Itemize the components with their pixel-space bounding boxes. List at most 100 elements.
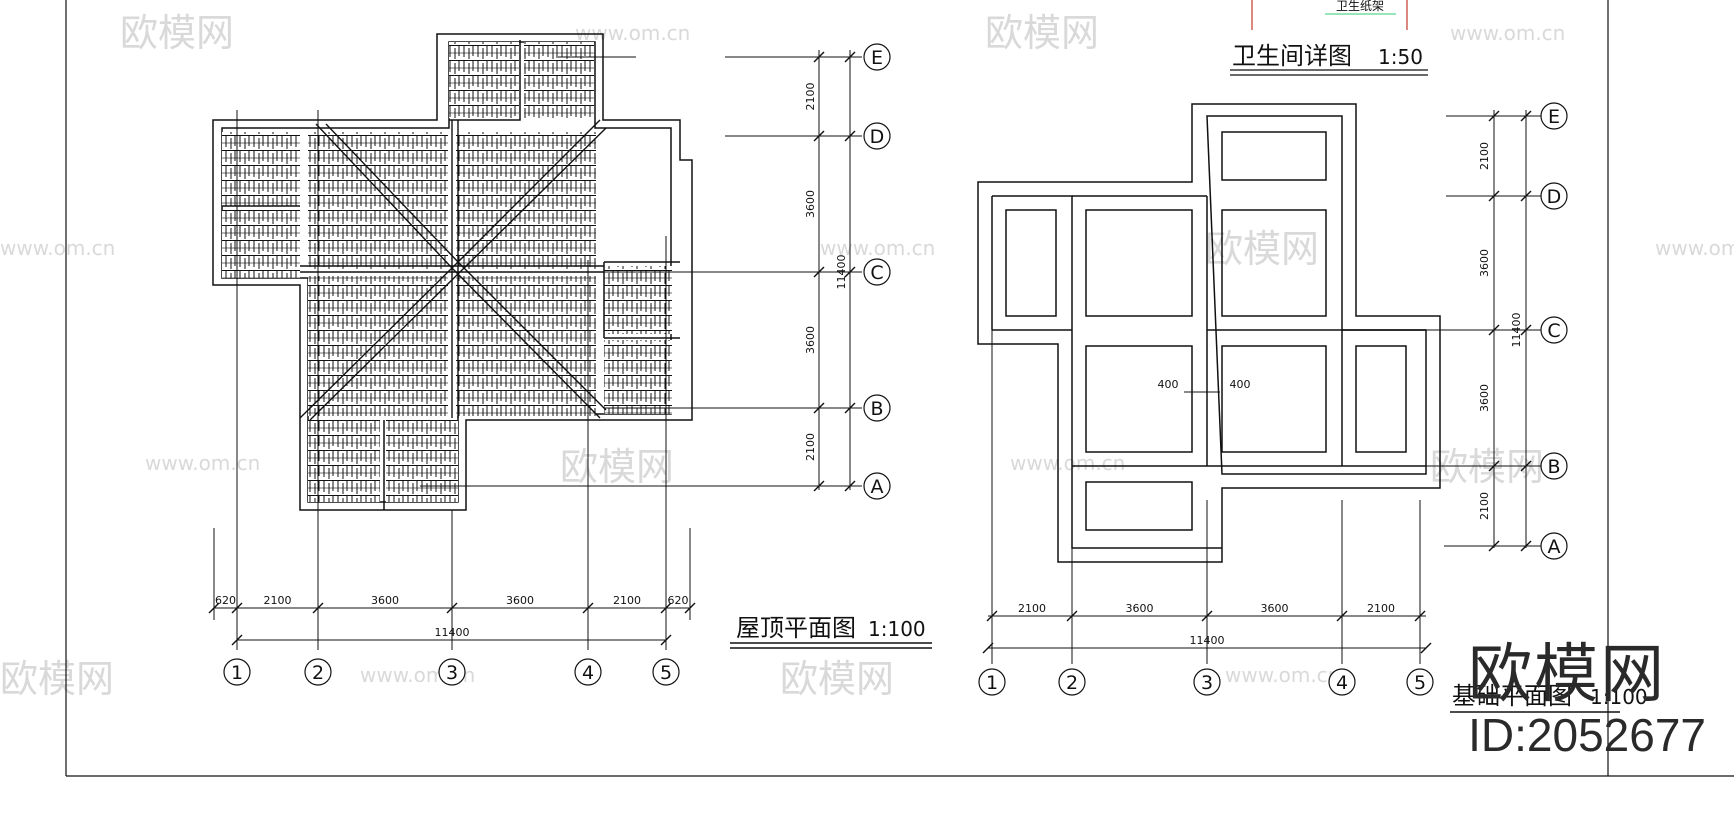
axis-bubble-y: B bbox=[863, 394, 891, 422]
dimension-y: 2100 bbox=[804, 83, 817, 111]
foundation-dimension-ticks bbox=[982, 110, 1532, 654]
watermark-brand: 欧模网 bbox=[780, 657, 894, 701]
axis-label: D bbox=[1547, 186, 1562, 208]
axis-label: 5 bbox=[1414, 672, 1426, 694]
axis-bubble-x: 3 bbox=[1193, 668, 1221, 696]
footing-pad bbox=[1005, 209, 1057, 317]
dimension-x: 3600 bbox=[371, 594, 399, 607]
roof-grid-lines bbox=[236, 56, 862, 650]
axis-label: A bbox=[1548, 536, 1561, 558]
foundation-plan-title: 基础平面图 bbox=[1452, 682, 1572, 710]
axis-bubble-y: E bbox=[863, 43, 891, 71]
axis-bubble-x: 5 bbox=[1406, 668, 1434, 696]
dimension-x: 620 bbox=[215, 594, 236, 607]
axis-label: 1 bbox=[231, 662, 243, 684]
watermark-url: www.om.cn bbox=[1010, 451, 1125, 475]
footing-pad bbox=[1085, 209, 1193, 317]
footing-pad bbox=[1221, 131, 1327, 181]
watermark-url: www.om.cn bbox=[1450, 21, 1565, 45]
axis-bubble-x: 3 bbox=[438, 658, 466, 686]
dimension-x: 620 bbox=[668, 594, 689, 607]
label-layer: 620 2100 3600 3600 2100 620 11400 2100 3600 3600 2… bbox=[215, 0, 1648, 710]
dimension-total-x: 11400 bbox=[1190, 634, 1225, 647]
dimension-x: 3600 bbox=[1261, 602, 1289, 615]
roof-plan bbox=[212, 33, 862, 650]
axis-label: A bbox=[871, 476, 884, 498]
roof-dimension-ticks bbox=[208, 51, 856, 646]
toilet-detail-title: 卫生间详图 bbox=[1232, 42, 1352, 70]
axis-bubble-y: D bbox=[863, 122, 891, 150]
toilet-detail-scale: 1:50 bbox=[1378, 45, 1423, 69]
watermark-url: www.om.cn bbox=[1655, 236, 1734, 260]
axis-bubble-x: 1 bbox=[978, 668, 1006, 696]
axis-label: 3 bbox=[446, 662, 458, 684]
axis-bubble-y: E bbox=[1540, 102, 1568, 130]
model-id-label: ID:2052677 bbox=[1468, 709, 1706, 761]
axis-label: 4 bbox=[1336, 672, 1348, 694]
axis-bubble-y: B bbox=[1540, 452, 1568, 480]
dimension-x: 2100 bbox=[1367, 602, 1395, 615]
axis-bubble-y: D bbox=[1540, 182, 1568, 210]
watermark-url: www.om.cn bbox=[145, 451, 260, 475]
watermark-brand: 欧模网 bbox=[1205, 227, 1319, 271]
footing-pad bbox=[1221, 209, 1327, 317]
roof-plan-scale: 1:100 bbox=[868, 617, 926, 641]
roof-tiles bbox=[222, 42, 672, 502]
dimension-x: 2100 bbox=[613, 594, 641, 607]
watermark-brand: 欧模网 bbox=[1430, 445, 1544, 489]
foundation-inner-outline bbox=[1206, 115, 1427, 475]
watermark-url: www.om.cn bbox=[575, 21, 690, 45]
footing-pad bbox=[1355, 345, 1407, 453]
dimension-y: 3600 bbox=[1478, 384, 1491, 412]
title-underlines bbox=[730, 642, 1620, 713]
axis-bubble-x: 4 bbox=[574, 658, 602, 686]
toilet-detail-fragment bbox=[1230, 0, 1428, 76]
axis-label: C bbox=[1547, 320, 1560, 342]
axis-bubble-y: C bbox=[1540, 316, 1568, 344]
axis-label: E bbox=[1548, 106, 1560, 128]
dimension-x: 3600 bbox=[506, 594, 534, 607]
toilet-detail-note: 卫生纸架 bbox=[1336, 0, 1384, 13]
axis-bubble-y: A bbox=[1540, 532, 1568, 560]
dimension-total-y: 11400 bbox=[835, 255, 848, 290]
axis-label: 3 bbox=[1201, 672, 1213, 694]
foundation-grid-lines bbox=[988, 110, 1562, 664]
axis-bubble-x: 1 bbox=[223, 658, 251, 686]
sheet-border bbox=[65, 0, 1734, 777]
dimension-y: 2100 bbox=[1478, 142, 1491, 170]
dimension-x: 3600 bbox=[1126, 602, 1154, 615]
watermark-brand: 欧模网 bbox=[560, 445, 674, 489]
brand-watermark: 欧模网 ID:2052677 bbox=[1468, 640, 1706, 760]
dimension-x: 2100 bbox=[1018, 602, 1046, 615]
watermark-brand: 欧模网 bbox=[0, 657, 114, 701]
axis-bubbles: 1 2 3 4 5 A B C D E 1 2 3 4 5 A B C D E bbox=[223, 43, 1568, 696]
brand-logo-text: 欧模网 bbox=[1468, 638, 1667, 712]
watermark-brand: 欧模网 bbox=[120, 11, 234, 55]
footing-pad bbox=[1085, 345, 1193, 453]
axis-label: 4 bbox=[582, 662, 594, 684]
dimension-y: 3600 bbox=[804, 326, 817, 354]
axis-label: 1 bbox=[986, 672, 998, 694]
axis-label: C bbox=[870, 262, 883, 284]
footing-pad bbox=[1085, 481, 1193, 531]
axis-label: 2 bbox=[312, 662, 324, 684]
foundation-plan bbox=[977, 103, 1441, 563]
foundation-outline bbox=[977, 103, 1441, 563]
dimension-total-x: 11400 bbox=[435, 626, 470, 639]
axis-label: E bbox=[871, 47, 883, 69]
foundation-plan-scale: 1:100 bbox=[1590, 685, 1648, 709]
axis-label: B bbox=[1547, 456, 1560, 478]
dimension-y: 3600 bbox=[1478, 249, 1491, 277]
dimension-y: 2100 bbox=[1478, 492, 1491, 520]
axis-label: B bbox=[870, 398, 883, 420]
ridge-lines bbox=[299, 119, 607, 421]
dimension-y: 3600 bbox=[804, 190, 817, 218]
axis-label: D bbox=[870, 126, 885, 148]
axis-bubble-x: 2 bbox=[1058, 668, 1086, 696]
axis-bubble-x: 5 bbox=[652, 658, 680, 686]
watermark-brand: 欧模网 bbox=[985, 11, 1099, 55]
footing-pad bbox=[1221, 345, 1327, 453]
axis-bubble-x: 4 bbox=[1328, 668, 1356, 696]
watermark-url: www.om.cn bbox=[0, 236, 115, 260]
